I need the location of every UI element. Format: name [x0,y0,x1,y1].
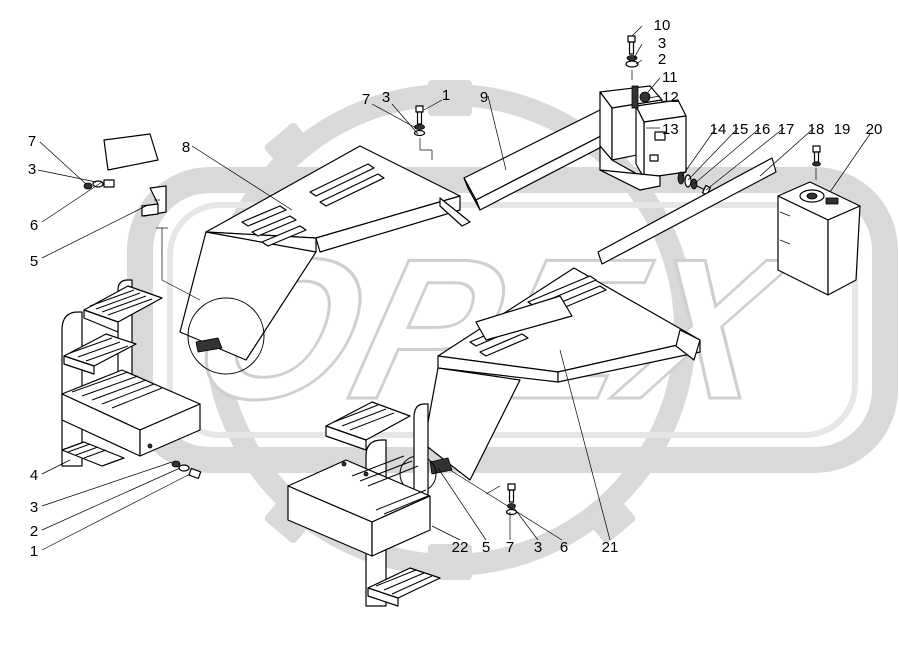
part-22-step-lower [287,401,518,607]
callout-16: 16 [754,121,771,138]
callout-12: 12 [662,89,679,106]
step-lower-box-treads [351,455,429,515]
callout-2: 2 [30,523,38,540]
callout-labels: 10 3 2 11 12 9 13 14 15 16 17 18 19 20 7… [28,17,883,560]
fender-8-slots [241,163,385,247]
watermark-band-inner [167,202,858,438]
callout-7: 7 [28,133,36,150]
callout-1: 1 [442,87,450,104]
callout-3: 3 [28,161,36,178]
callout-10: 10 [654,17,671,34]
callout-3: 3 [658,35,666,52]
leader-lines [37,25,871,551]
callout-7: 7 [362,91,370,108]
callout-18: 18 [808,121,825,138]
part-4-step-left [61,279,202,480]
callout-6: 6 [560,539,568,556]
callout-20: 20 [866,121,883,138]
callout-11: 11 [662,69,678,86]
part-5-bracket-left [83,133,167,217]
callout-9: 9 [480,89,488,106]
callout-4: 4 [30,467,38,484]
callout-8: 8 [182,139,190,156]
callout-13: 13 [662,121,679,138]
bolt-stack-middle [413,105,433,160]
callout-22: 22 [452,539,469,556]
part-21-fender [399,267,701,493]
callout-2: 2 [658,51,666,68]
callout-7: 7 [506,539,514,556]
callout-1: 1 [30,543,38,560]
step-lower-top-treads [333,404,395,431]
bolt-stack-top [625,35,639,80]
step-left-box-treads [71,371,163,409]
callout-19: 19 [834,121,851,138]
part-18-strip [597,157,777,265]
callout-3: 3 [534,539,542,556]
callout-14: 14 [710,121,727,138]
callout-5: 5 [30,253,38,270]
callout-21: 21 [602,539,619,556]
callout-3: 3 [30,499,38,516]
part-8-fender [156,145,471,375]
step-left-top-treads [89,289,153,316]
callout-17: 17 [778,121,795,138]
callout-5: 5 [482,539,490,556]
watermark: OPEX [127,80,898,580]
callout-3: 3 [382,89,390,106]
callout-15: 15 [732,121,749,138]
part-20-side-box [777,145,861,296]
callout-6: 6 [30,217,38,234]
part-13-bracket-box [599,85,687,191]
step-left-mid-treads [69,337,129,362]
